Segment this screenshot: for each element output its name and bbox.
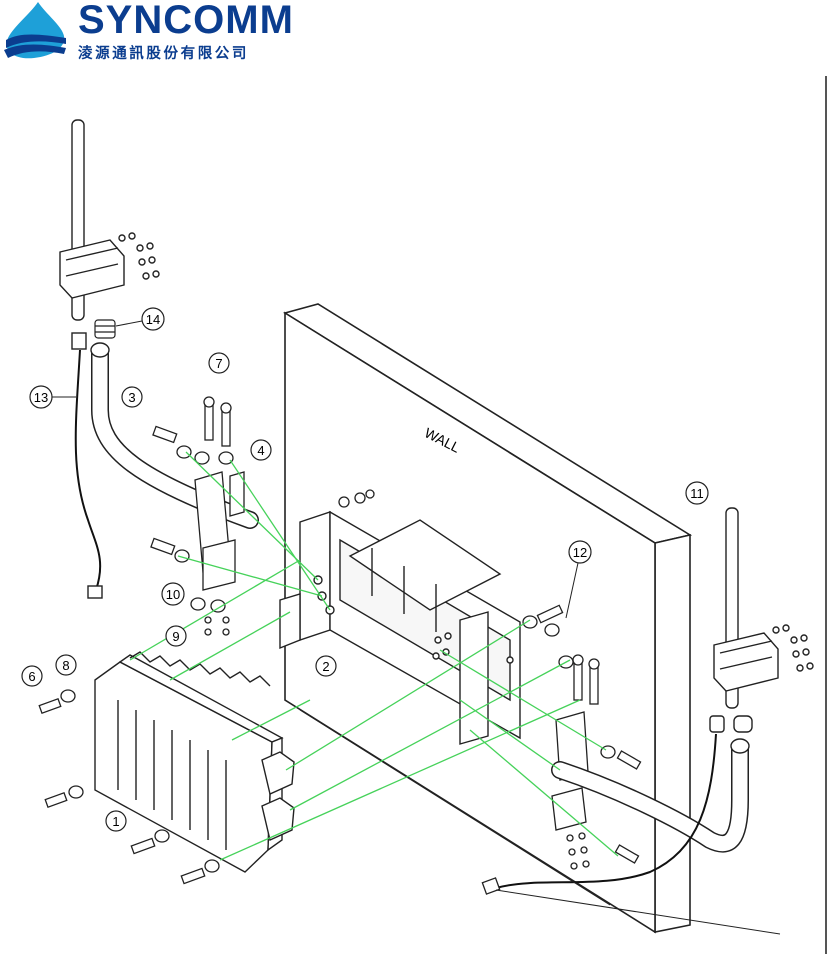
svg-text:13: 13	[34, 390, 48, 405]
callout-7: 7	[209, 353, 229, 373]
svg-text:2: 2	[322, 659, 329, 674]
repeater-enclosure	[95, 652, 294, 872]
callout-4: 4	[251, 440, 271, 460]
svg-text:14: 14	[146, 312, 160, 327]
right-antenna	[710, 508, 813, 732]
svg-text:8: 8	[62, 658, 69, 673]
callout-13: 13	[30, 386, 76, 408]
svg-text:7: 7	[215, 356, 222, 371]
grommet	[95, 320, 115, 338]
callout-6: 6	[22, 666, 42, 686]
callout-9: 9	[166, 626, 186, 646]
svg-text:12: 12	[573, 545, 587, 560]
svg-text:11: 11	[690, 486, 704, 501]
svg-text:3: 3	[128, 390, 135, 405]
svg-text:4: 4	[257, 443, 264, 458]
callout-10: 10	[162, 583, 184, 605]
callout-3: 3	[122, 387, 142, 407]
svg-text:9: 9	[172, 629, 179, 644]
left-antenna	[60, 120, 159, 320]
svg-text:1: 1	[112, 814, 119, 829]
callout-14: 14	[116, 308, 164, 330]
svg-text:10: 10	[166, 587, 180, 602]
callout-8: 8	[56, 655, 76, 675]
callout-2: 2	[316, 656, 336, 676]
callout-11: 11	[686, 482, 708, 504]
svg-text:6: 6	[28, 669, 35, 684]
callout-1: 1	[106, 811, 126, 831]
